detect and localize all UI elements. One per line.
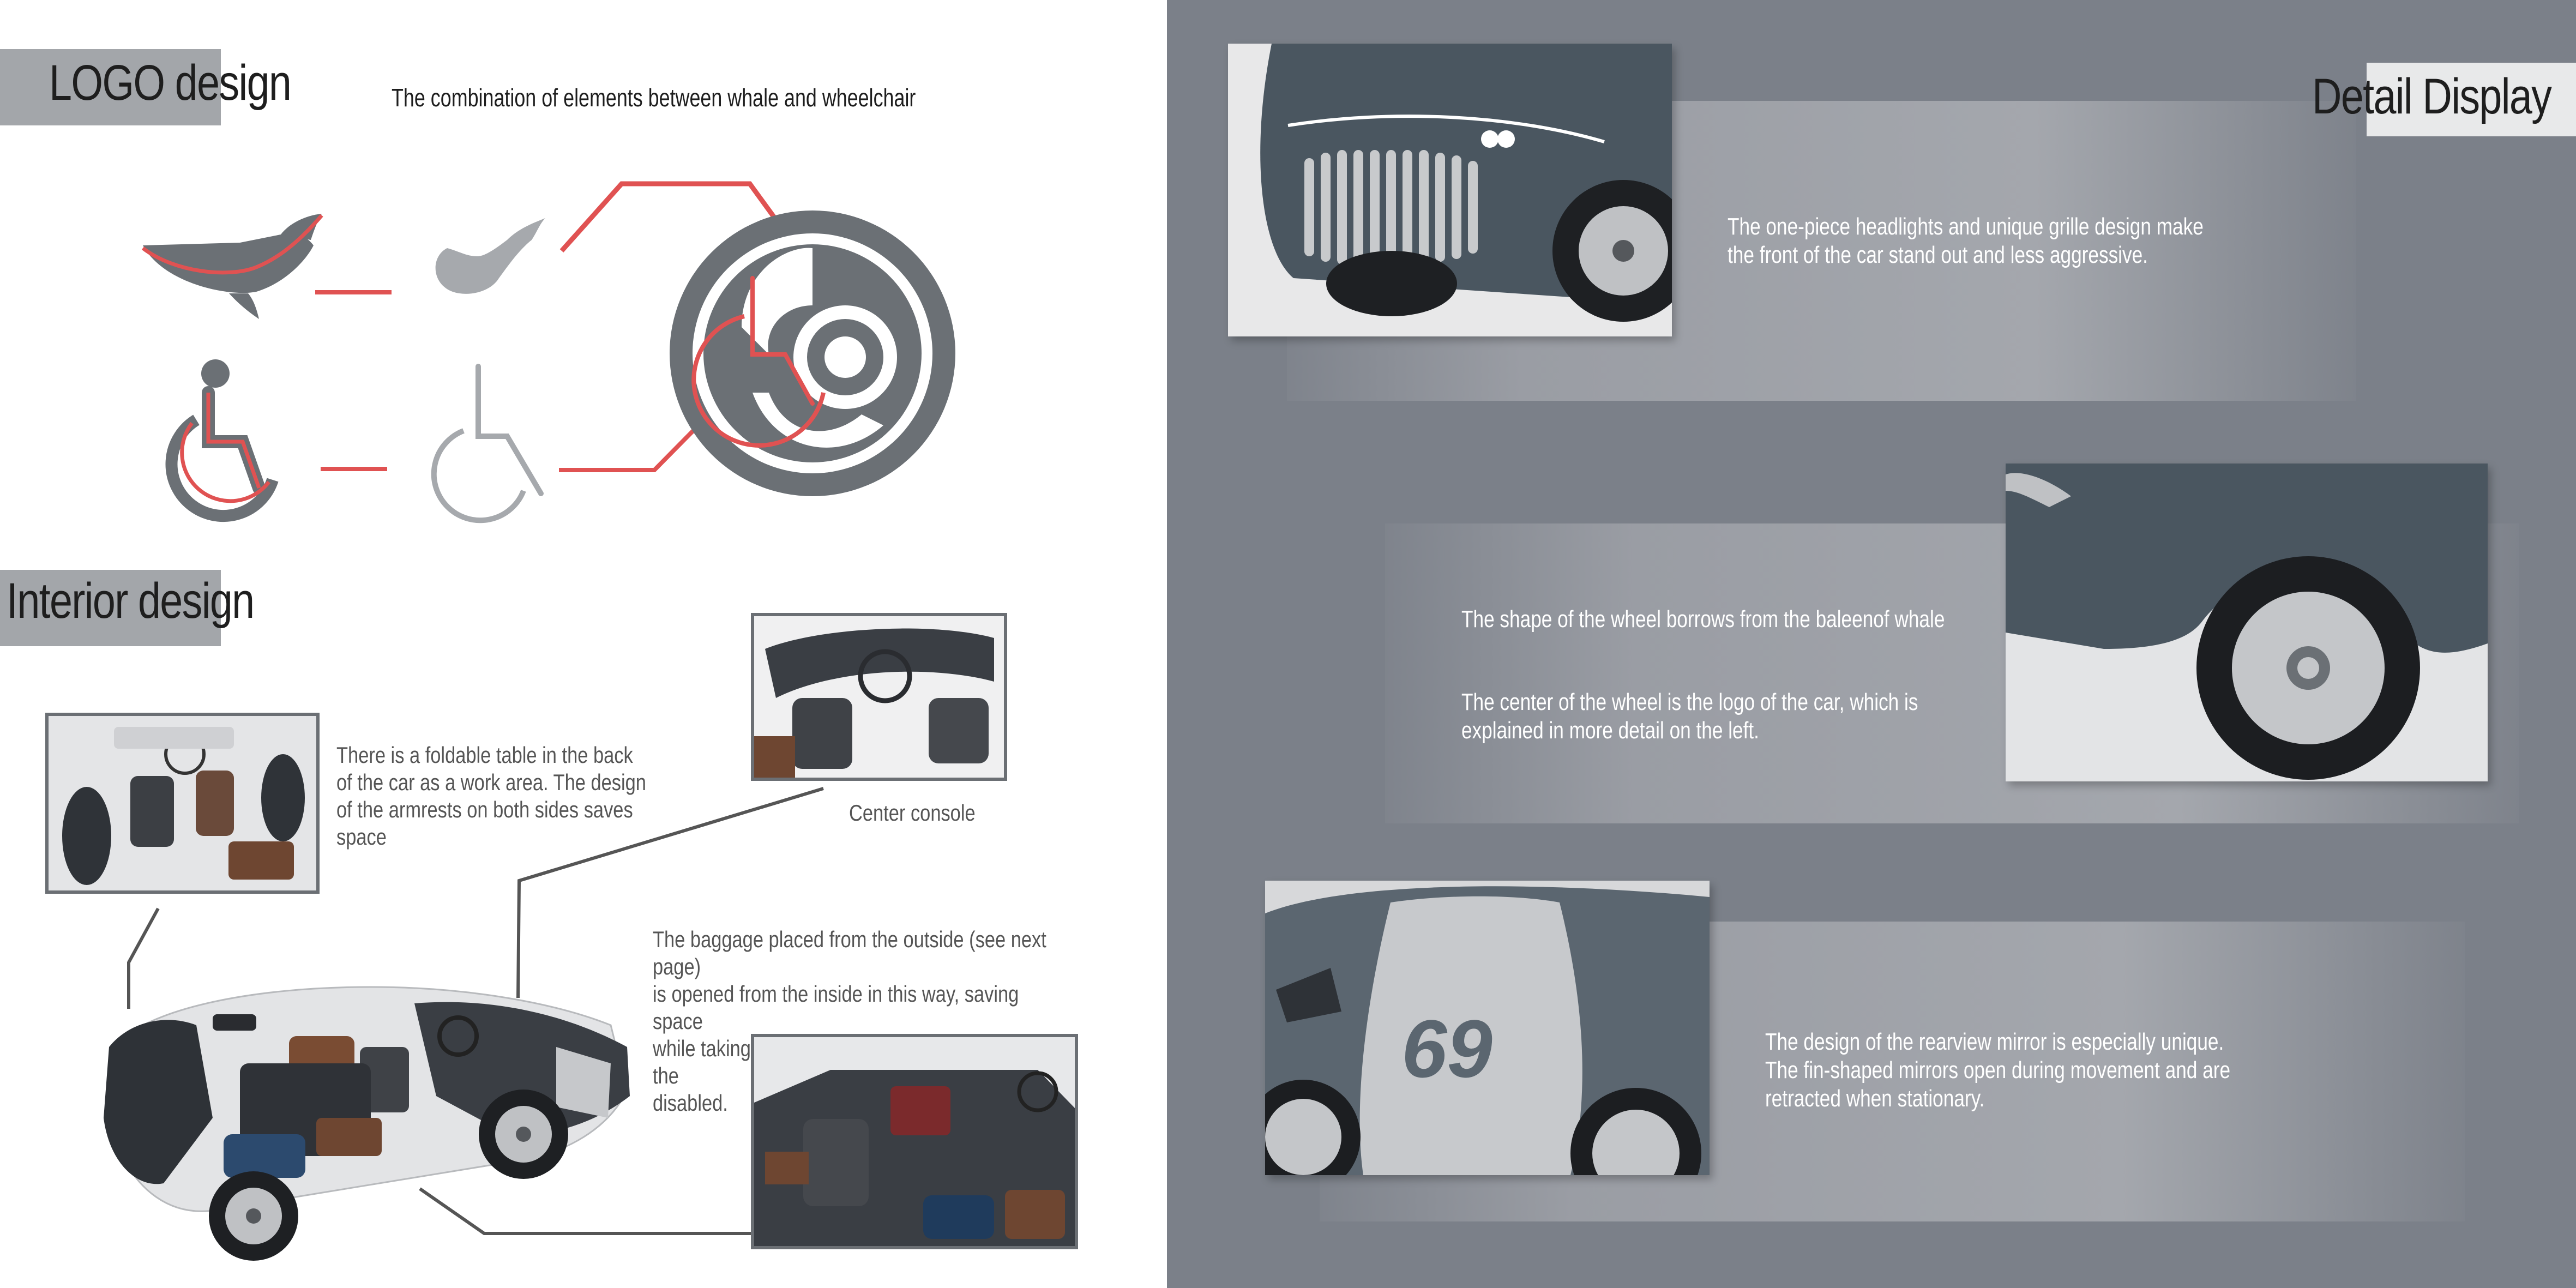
logo-section-tab	[0, 49, 221, 125]
photo-front-grille	[1228, 44, 1672, 336]
wheelchair-icon	[165, 359, 279, 522]
wheel-caption-2: The center of the wheel is the logo of t…	[1461, 688, 1918, 745]
mirror-caption-line: The design of the rearview mirror is esp…	[1765, 1028, 2224, 1055]
baggage-caption-line: The baggage placed from the outside (see…	[653, 926, 1046, 979]
interior-section-tab	[0, 570, 221, 646]
wheel-caption-line: The center of the wheel is the logo of t…	[1461, 689, 1918, 715]
left-page: LOGO design The combination of elements …	[0, 0, 1167, 1288]
photo-wheel	[2006, 464, 2488, 781]
photo-interior-table	[45, 713, 320, 894]
photo-rearview-mirror: 69	[1265, 881, 1710, 1175]
logo-diagram	[141, 181, 955, 523]
car-cutaway-illustration	[104, 986, 630, 1261]
baggage-caption-line: is opened from the inside in this way, s…	[653, 981, 1019, 1034]
wheelchair-outline-icon	[431, 364, 544, 523]
mirror-caption-line: retracted when stationary.	[1765, 1085, 1985, 1112]
mirror-caption: The design of the rearview mirror is esp…	[1765, 1028, 2230, 1113]
baggage-caption-line: disabled.	[653, 1090, 728, 1116]
interior-connectors	[127, 787, 824, 1235]
table-caption-line: of the armrests on both sides saves	[336, 797, 633, 822]
whale-icon	[141, 214, 323, 319]
whale-tail-abstract-icon	[435, 218, 545, 294]
wheel-caption-line: explained in more detail on the left.	[1461, 717, 1759, 744]
photo-baggage	[751, 1034, 1078, 1249]
front-caption-line: the front of the car stand out and less …	[1728, 242, 2148, 268]
table-caption-line: of the car as a work area. The design	[336, 769, 646, 795]
detail-title-tab	[2367, 63, 2576, 136]
logo-section-subtitle: The combination of elements between whal…	[392, 83, 916, 112]
right-page: Detail Display	[1167, 0, 2576, 1288]
mirror-caption-line: The fin-shaped mirrors open during movem…	[1765, 1057, 2231, 1084]
car-number: 69	[1401, 1003, 1492, 1094]
interior-section-title: Interior design	[7, 573, 255, 629]
console-caption: Center console	[849, 800, 976, 826]
logo-emblem	[670, 210, 955, 496]
table-caption-line: There is a foldable table in the back	[336, 742, 633, 768]
front-caption-line: The one-piece headlights and unique gril…	[1728, 213, 2204, 240]
logo-section-title: LOGO design	[49, 55, 292, 111]
front-caption: The one-piece headlights and unique gril…	[1728, 213, 2204, 269]
photo-center-console	[751, 613, 1007, 781]
table-caption-line: space	[336, 824, 387, 850]
table-caption: There is a foldable table in the back of…	[336, 742, 649, 851]
wheel-caption-1: The shape of the wheel borrows from the …	[1461, 606, 1945, 633]
detail-section-title: Detail Display	[2312, 69, 2552, 124]
